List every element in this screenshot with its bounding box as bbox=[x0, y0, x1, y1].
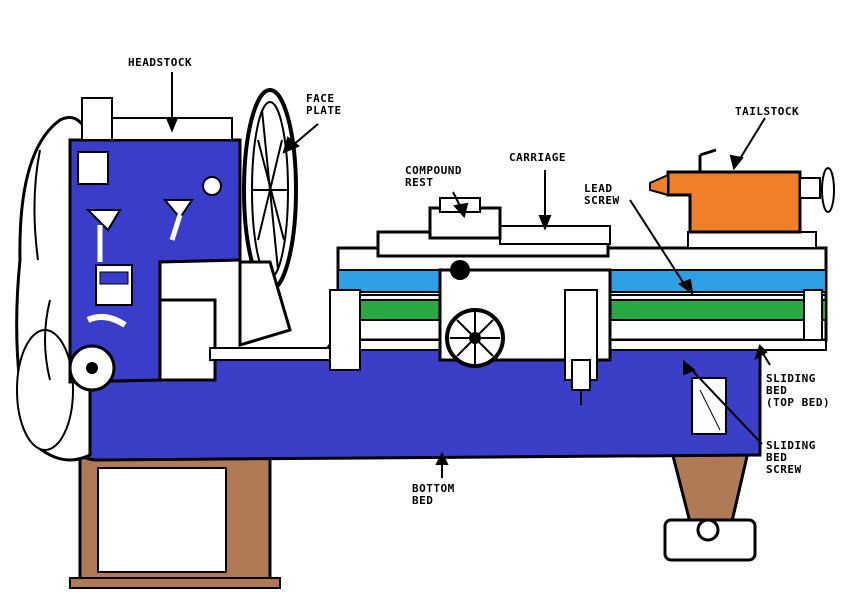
label-sliding-bed-screw: SLIDING BED SCREW bbox=[766, 440, 816, 476]
leader-lines bbox=[165, 72, 771, 478]
right-stand bbox=[663, 450, 757, 562]
label-face-plate-line-2: PLATE bbox=[306, 104, 342, 117]
label-sliding-bed-screw-line-3: SCREW bbox=[766, 463, 802, 476]
label-sliding-bed-top: SLIDING BED (TOP BED) bbox=[766, 373, 830, 409]
label-headstock: HEADSTOCK bbox=[128, 57, 192, 69]
carriage bbox=[329, 225, 612, 405]
label-face-plate-line-1: FACE bbox=[306, 92, 335, 105]
feed-rod bbox=[209, 347, 341, 361]
label-bottom-bed-line-2: BED bbox=[412, 494, 434, 507]
label-sliding-bed-top-line-2: BED bbox=[766, 384, 788, 397]
label-lead-screw-line-2: SCREW bbox=[584, 194, 620, 207]
tailstock bbox=[649, 148, 835, 249]
label-carriage: CARRIAGE bbox=[509, 152, 566, 164]
left-stand bbox=[69, 450, 281, 589]
label-compound-rest-line-2: REST bbox=[405, 176, 434, 189]
headstock-body bbox=[68, 97, 242, 392]
label-tailstock: TAILSTOCK bbox=[735, 106, 799, 118]
label-carriage-line: CARRIAGE bbox=[509, 151, 566, 164]
label-compound-rest: COMPOUND REST bbox=[405, 165, 462, 189]
label-compound-rest-line-1: COMPOUND bbox=[405, 164, 462, 177]
label-bottom-bed: BOTTOM BED bbox=[412, 483, 455, 507]
label-lead-screw-line-1: LEAD bbox=[584, 182, 613, 195]
label-lead-screw: LEAD SCREW bbox=[584, 183, 620, 207]
face-plate-wheel bbox=[242, 88, 298, 292]
label-sliding-bed-top-line-3: (TOP BED) bbox=[766, 396, 831, 409]
headstock-column bbox=[158, 260, 292, 382]
label-face-plate: FACE PLATE bbox=[306, 93, 342, 117]
label-tailstock-line: TAILSTOCK bbox=[735, 105, 800, 118]
label-bottom-bed-line-1: BOTTOM bbox=[412, 482, 455, 495]
label-sliding-bed-screw-line-1: SLIDING bbox=[766, 439, 816, 452]
label-sliding-bed-top-line-1: SLIDING bbox=[766, 372, 816, 385]
label-headstock-line: HEADSTOCK bbox=[128, 56, 193, 69]
label-sliding-bed-screw-line-2: BED bbox=[766, 451, 788, 464]
